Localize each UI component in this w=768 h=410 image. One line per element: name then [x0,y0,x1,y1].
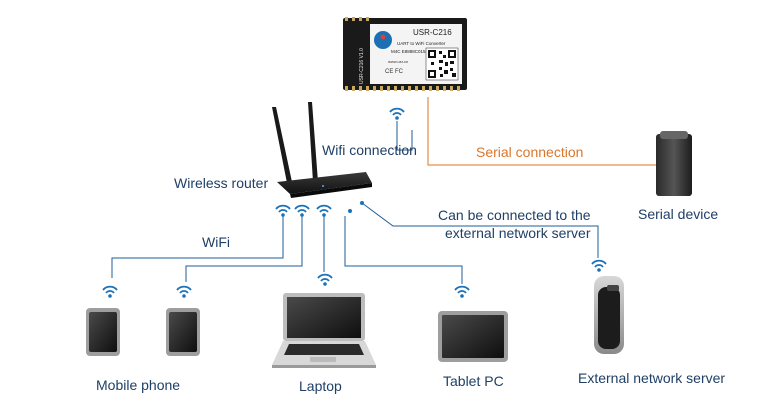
wifi-label: WiFi [202,234,230,250]
external-server-label: External network server [578,370,726,386]
router-port-dot [360,201,364,205]
module-marks: CE FC [385,69,404,75]
external-server [594,276,624,354]
router-module-link [396,121,413,151]
serial-connection-line [427,97,663,166]
router-phone1-link [111,216,284,278]
wifi-icon [102,285,118,299]
wifi-icon [454,285,470,299]
wireless-router [272,102,372,198]
laptop-label: Laptop [299,378,342,394]
wifi-icon [316,204,332,218]
module-side-text: USR-C216 V1.0 [359,48,365,84]
wifi-icon [591,259,607,273]
router-port-dot [348,209,352,213]
external-connect-label-line1: Can be connected to the [438,207,591,223]
wifi-icon [275,204,291,218]
tablet-pc-label: Tablet PC [443,373,504,389]
tablet-device [438,311,508,362]
wifi-icon [294,204,310,218]
wireless-router-label: Wireless router [174,175,269,191]
mobile-phone-label: Mobile phone [96,377,181,393]
laptop-device [272,293,376,368]
wifi-connection-label: Wifi connection [322,142,417,158]
qr-code-icon [425,47,459,81]
serial-connection-label: Serial connection [476,144,584,160]
wifi-icon [317,273,333,287]
module-id: M4C E8888C015388 [391,49,434,54]
router-tablet-link [344,216,463,284]
module-model: USR-C216 [413,28,452,37]
serial-device [656,131,692,196]
wifi-module: USR-C216 V1.0 USR-C216 UART to WiFi Conv… [343,17,467,91]
mobile-phone-device [86,308,120,356]
serial-device-label: Serial device [638,206,719,222]
mobile-phone-device [166,308,200,356]
module-logo [374,31,392,49]
router-phone2-link [185,216,303,282]
module-subtitle: UART to WiFi Converter [397,41,446,46]
router-server-link [361,202,599,258]
external-connect-label-line2: external network server [445,225,591,241]
connection-lines [111,121,599,284]
wifi-icon [389,107,405,121]
wifi-icon [176,285,192,299]
module-url: www.usr.cn [388,59,408,64]
